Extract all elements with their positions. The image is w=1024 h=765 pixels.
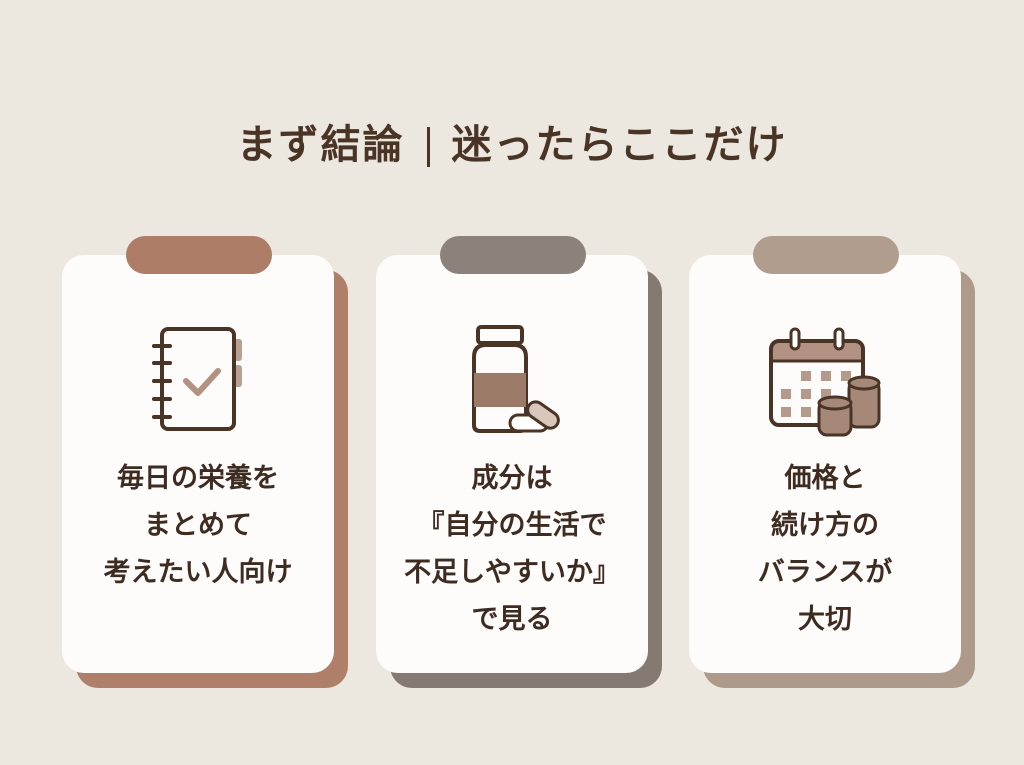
card-line: 価格と <box>784 463 866 494</box>
card-body: 毎日の栄養を まとめて 考えたい人向け <box>62 255 334 673</box>
card-text: 毎日の栄養を まとめて 考えたい人向け <box>62 455 334 596</box>
card-line: 考えたい人向け <box>103 557 293 588</box>
card-line: 大切 <box>798 604 852 635</box>
card-line: 毎日の栄養を <box>117 463 279 494</box>
title-divider <box>426 127 430 167</box>
card-line: 続け方の <box>771 510 879 541</box>
card-line: 『自分の生活で <box>417 510 607 541</box>
card-text: 価格と 続け方の バランスが 大切 <box>689 455 961 643</box>
card-ingredients: 成分は 『自分の生活で 不足しやすいか』 で見る <box>376 236 662 688</box>
card-line: バランスが <box>757 557 893 588</box>
card-line: で見る <box>471 604 553 635</box>
card-body: 成分は 『自分の生活で 不足しやすいか』 で見る <box>376 255 648 673</box>
title-right: 迷ったらここだけ <box>451 122 788 168</box>
card-tab <box>753 236 899 274</box>
notebook-check-icon <box>152 327 242 431</box>
card-tab <box>126 236 272 274</box>
card-text: 成分は 『自分の生活で 不足しやすいか』 で見る <box>376 455 648 643</box>
calendar-coins-icon <box>769 327 881 437</box>
card-body: 価格と 続け方の バランスが 大切 <box>689 255 961 673</box>
card-daily-nutrition: 毎日の栄養を まとめて 考えたい人向け <box>62 236 348 688</box>
supplement-bottle-icon <box>472 325 560 433</box>
card-line: 成分は <box>471 463 553 494</box>
page-title: まず結論迷ったらここだけ <box>0 112 1024 170</box>
card-line: 不足しやすいか』 <box>404 557 620 588</box>
card-line: まとめて <box>144 510 252 541</box>
card-price-balance: 価格と 続け方の バランスが 大切 <box>689 236 975 688</box>
title-left: まず結論 <box>236 122 405 168</box>
card-tab <box>440 236 586 274</box>
